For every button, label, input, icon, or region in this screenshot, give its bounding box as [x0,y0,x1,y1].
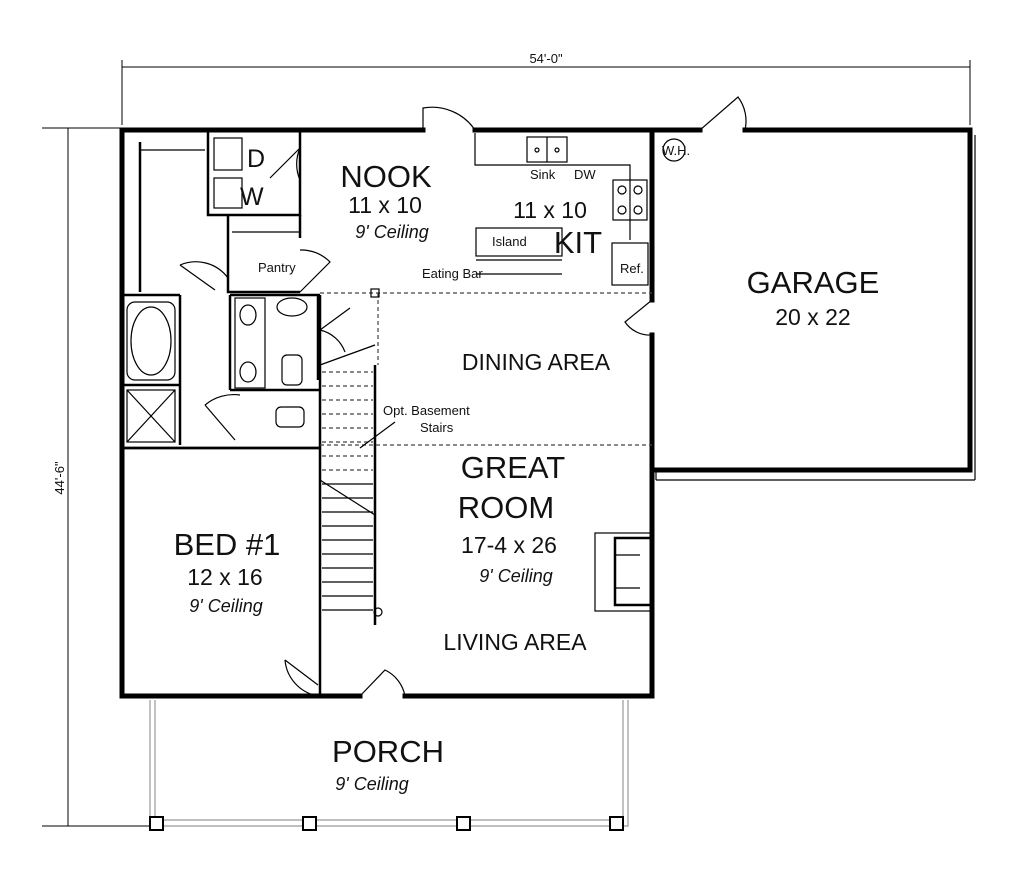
depth-dimension: 44'-6" [42,127,150,827]
fireplace-icon [594,532,653,612]
width-dimension: 54'-0" [121,51,971,125]
width-label: 54'-0" [529,51,563,66]
exterior-walls [119,127,976,699]
bath-area [122,142,351,640]
refrigerator-label: Ref. [620,261,644,276]
water-heater-icon [662,138,686,162]
depth-label: 44'-6" [52,461,67,495]
basement-note-line2: Stairs [420,420,454,435]
dryer-label: D [247,145,265,173]
refrigerator-icon [611,242,649,286]
nook-size: 11 x 10 [348,192,422,218]
great-room-name-line1: GREAT [461,450,566,485]
kitchen-size: 11 x 10 [513,197,587,223]
garage-name: GARAGE [747,265,880,300]
pantry: Pantry [226,215,331,294]
laundry-area: D W [206,130,302,217]
kitchen-fixtures: Sink DW Ref. Island Eating Bar W.H. [422,133,690,286]
range-icon [612,179,648,221]
bedroom-walls [122,446,322,696]
sink-label: Sink [530,167,556,182]
great-room-size: 17-4 x 26 [461,532,557,558]
porch-ceiling: 9' Ceiling [335,774,408,794]
bed1-ceiling: 9' Ceiling [189,596,262,616]
island-label: Island [492,234,527,249]
kitchen-name: KIT [554,225,602,260]
living-name: LIVING AREA [443,629,587,655]
water-heater-label: W.H. [662,143,690,158]
garage-size: 20 x 22 [775,304,850,330]
bed1-name: BED #1 [174,527,281,562]
porch [149,700,629,831]
great-room-name-line2: ROOM [458,490,554,525]
eating-bar-label: Eating Bar [422,266,483,281]
room-labels: NOOK 11 x 10 9' Ceiling 11 x 10 KIT GARA… [174,159,880,794]
great-room-ceiling: 9' Ceiling [479,566,552,586]
basement-stairs [319,344,383,625]
nook-name: NOOK [340,159,432,194]
dining-name: DINING AREA [462,349,611,375]
open-plan-lines [320,288,652,446]
washer-label: W [240,183,264,211]
bed1-size: 12 x 16 [187,564,262,590]
porch-name: PORCH [332,734,444,769]
island-icon [475,227,563,257]
basement-note-line1: Opt. Basement [383,403,470,418]
nook-ceiling: 9' Ceiling [355,222,428,242]
dishwasher-label: DW [574,167,596,182]
pantry-label: Pantry [258,260,296,275]
